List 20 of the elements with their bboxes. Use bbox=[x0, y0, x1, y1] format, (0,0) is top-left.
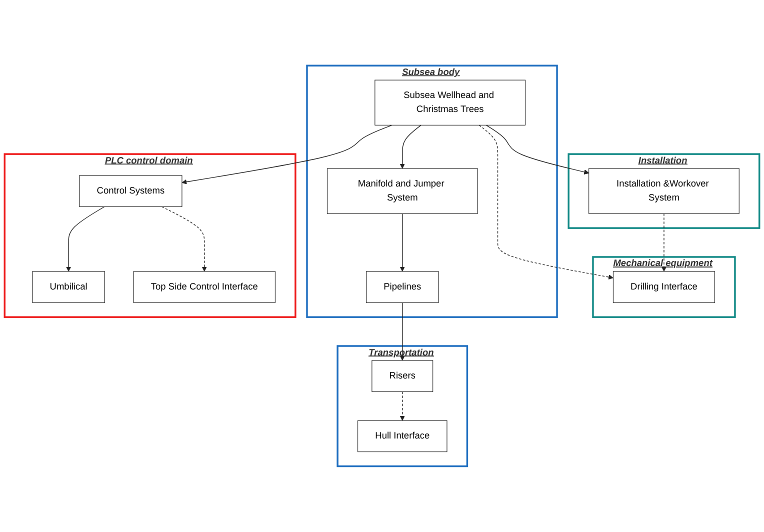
arrow bbox=[182, 124, 392, 184]
node-box: Top Side Control Interface bbox=[133, 271, 276, 303]
arrow bbox=[661, 213, 667, 272]
node-box: Pipelines bbox=[366, 271, 439, 303]
arrow bbox=[66, 206, 105, 272]
node-box: Manifold and Jumper System bbox=[326, 168, 478, 214]
node-box: Installation &Workover System bbox=[588, 168, 740, 214]
node-box: Subsea Wellhead and Christmas Trees bbox=[374, 80, 526, 126]
arrow bbox=[161, 206, 207, 272]
arrow bbox=[400, 391, 405, 421]
arrow bbox=[400, 213, 405, 272]
node-box: Risers bbox=[372, 360, 434, 392]
arrow bbox=[400, 302, 405, 361]
arrow bbox=[486, 124, 590, 175]
arrow bbox=[400, 124, 422, 169]
node-box: Control Systems bbox=[79, 175, 182, 208]
arrow bbox=[478, 124, 614, 280]
node-box: Drilling Interface bbox=[612, 271, 716, 303]
node-box: Hull Interface bbox=[358, 420, 448, 452]
node-box: Umbilical bbox=[32, 271, 105, 303]
